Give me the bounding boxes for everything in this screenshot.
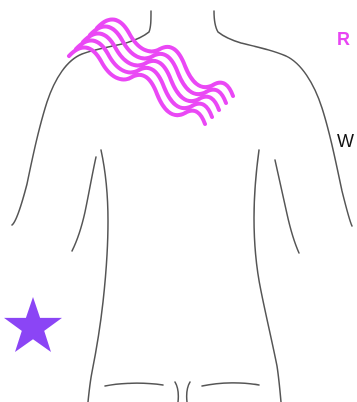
top-right-label: R xyxy=(337,29,350,49)
right-side-label: W xyxy=(337,131,354,151)
